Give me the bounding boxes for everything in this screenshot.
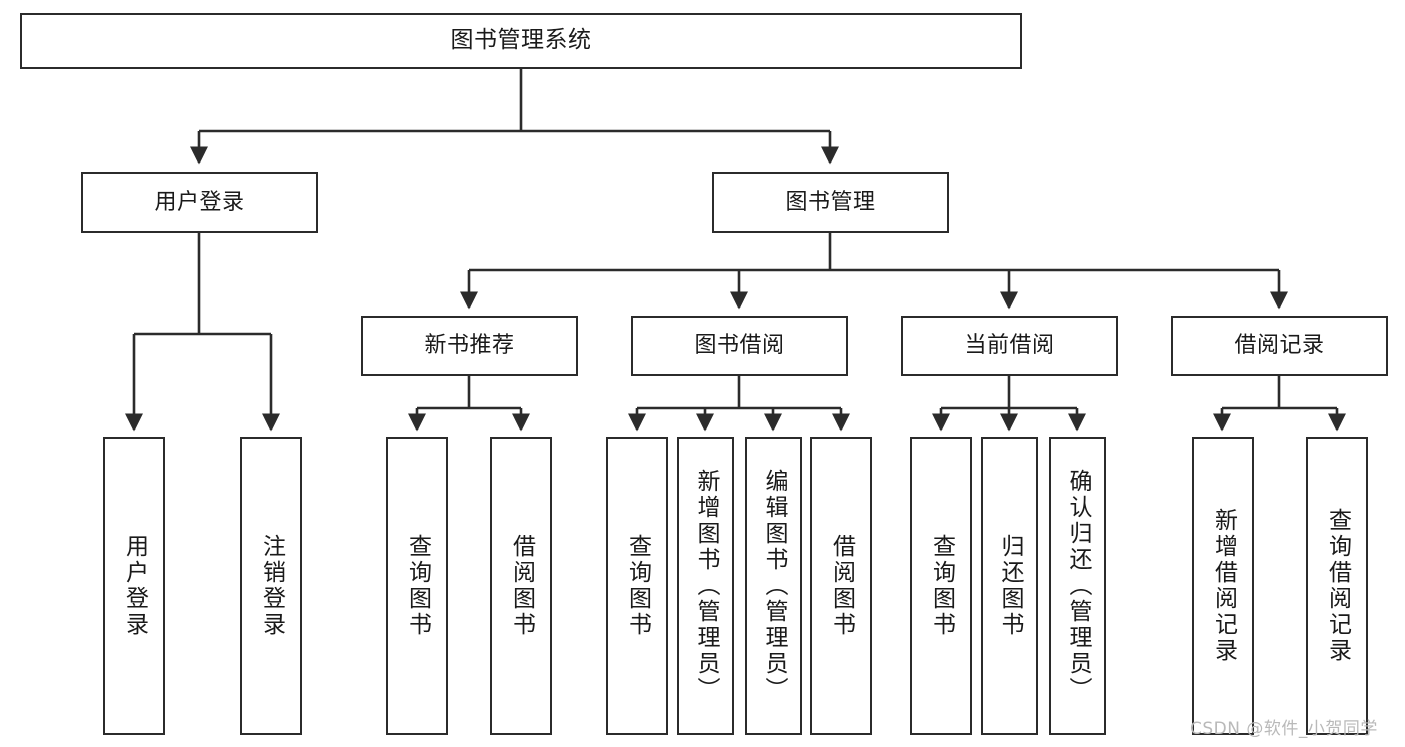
csdn-watermark: CSDN @软件_小贺同学 — [1190, 719, 1378, 739]
node-user-login[interactable]: 用户登录 — [81, 172, 318, 233]
node-leaf-logout[interactable]: 注销登录 — [240, 437, 302, 735]
node-leaf-query-book-3[interactable]: 查询图书 — [910, 437, 972, 735]
edges-borrow-record-to-leaves — [1212, 376, 1347, 432]
node-root[interactable]: 图书管理系统 — [20, 13, 1022, 69]
edges-new-book-recommend-to-leaves — [407, 376, 531, 432]
node-leaf-confirm-return[interactable]: 确认归还（管理员） — [1049, 437, 1106, 735]
node-leaf-query-book-1-label: 查询图书 — [404, 534, 431, 638]
node-leaf-return-book[interactable]: 归还图书 — [981, 437, 1038, 735]
node-leaf-borrow-book-2[interactable]: 借阅图书 — [810, 437, 872, 735]
node-current-borrow-label: 当前借阅 — [964, 333, 1055, 359]
node-user-login-label: 用户登录 — [154, 189, 245, 215]
node-leaf-add-record-label: 新增借阅记录 — [1210, 508, 1237, 664]
node-leaf-borrow-book-1[interactable]: 借阅图书 — [490, 437, 552, 735]
node-leaf-user-login[interactable]: 用户登录 — [103, 437, 165, 735]
node-borrow-record-label: 借阅记录 — [1234, 333, 1325, 359]
edges-book-borrow-to-leaves — [627, 376, 851, 432]
node-leaf-add-book-label: 新增图书（管理员） — [693, 469, 719, 703]
edges-root-to-level2 — [189, 69, 840, 165]
node-root-label: 图书管理系统 — [450, 27, 592, 54]
node-leaf-query-record[interactable]: 查询借阅记录 — [1306, 437, 1368, 735]
node-book-borrow[interactable]: 图书借阅 — [631, 316, 848, 376]
node-leaf-borrow-book-1-label: 借阅图书 — [508, 534, 535, 638]
node-new-book-recommend[interactable]: 新书推荐 — [361, 316, 578, 376]
node-leaf-query-book-2-label: 查询图书 — [624, 534, 651, 638]
node-leaf-add-book[interactable]: 新增图书（管理员） — [677, 437, 734, 735]
node-leaf-logout-label: 注销登录 — [258, 534, 285, 638]
node-book-borrow-label: 图书借阅 — [694, 333, 785, 359]
node-leaf-edit-book[interactable]: 编辑图书（管理员） — [745, 437, 802, 735]
node-leaf-user-login-label: 用户登录 — [121, 534, 148, 638]
node-leaf-borrow-book-2-label: 借阅图书 — [828, 534, 855, 638]
node-leaf-edit-book-label: 编辑图书（管理员） — [761, 469, 787, 703]
node-leaf-query-book-2[interactable]: 查询图书 — [606, 437, 668, 735]
node-leaf-add-record[interactable]: 新增借阅记录 — [1192, 437, 1254, 735]
node-leaf-query-record-label: 查询借阅记录 — [1324, 508, 1351, 664]
node-book-management[interactable]: 图书管理 — [712, 172, 949, 233]
node-leaf-query-book-3-label: 查询图书 — [928, 534, 955, 638]
node-leaf-return-book-label: 归还图书 — [997, 534, 1023, 638]
node-book-management-label: 图书管理 — [785, 189, 876, 215]
node-new-book-recommend-label: 新书推荐 — [424, 333, 515, 359]
node-leaf-confirm-return-label: 确认归还（管理员） — [1065, 469, 1091, 703]
edges-user-login-to-leaves — [124, 233, 281, 432]
node-leaf-query-book-1[interactable]: 查询图书 — [386, 437, 448, 735]
edges-book-management-to-level3 — [459, 233, 1289, 310]
node-current-borrow[interactable]: 当前借阅 — [901, 316, 1118, 376]
node-borrow-record[interactable]: 借阅记录 — [1171, 316, 1388, 376]
edges-current-borrow-to-leaves — [931, 376, 1087, 432]
